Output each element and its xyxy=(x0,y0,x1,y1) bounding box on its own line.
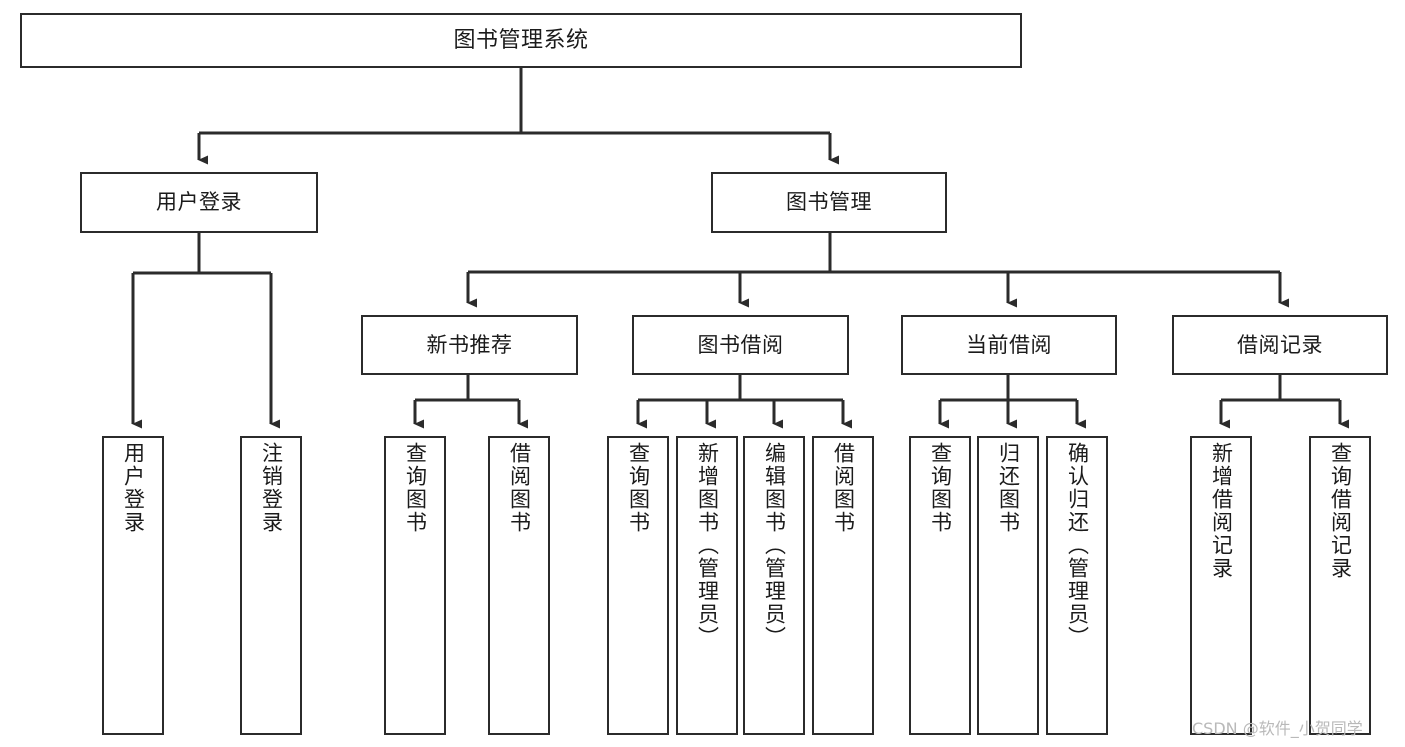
node-label: 查询图书 xyxy=(928,442,953,534)
node-label: 归还图书 xyxy=(996,442,1021,534)
node-label: 查询借阅记录 xyxy=(1328,442,1353,580)
leaf-query-book-current[interactable]: 查询图书 xyxy=(909,436,971,735)
node-label: 用户登录 xyxy=(156,190,242,215)
node-label: 图书管理系统 xyxy=(453,27,589,53)
node-label: 新书推荐 xyxy=(426,332,513,357)
node-label: 图书管理 xyxy=(786,190,872,215)
leaf-query-borrow-record[interactable]: 查询借阅记录 xyxy=(1309,436,1371,735)
leaf-edit-book-admin[interactable]: 编辑图书（管理员） xyxy=(743,436,805,735)
leaf-return-book[interactable]: 归还图书 xyxy=(977,436,1039,735)
node-label: 图书借阅 xyxy=(697,332,784,357)
node-book-management[interactable]: 图书管理 xyxy=(711,172,947,233)
csdn-watermark: CSDN @软件_小贺同学 xyxy=(1192,719,1363,738)
leaf-user-login[interactable]: 用户登录 xyxy=(102,436,164,735)
node-label: 新增图书（管理员） xyxy=(695,442,720,649)
node-label: 当前借阅 xyxy=(966,332,1052,357)
leaf-add-borrow-record[interactable]: 新增借阅记录 xyxy=(1190,436,1252,735)
leaf-query-book-borrow[interactable]: 查询图书 xyxy=(607,436,669,735)
leaf-query-book-new-rec[interactable]: 查询图书 xyxy=(384,436,446,735)
node-label: 编辑图书（管理员） xyxy=(762,442,787,649)
leaf-confirm-return-admin[interactable]: 确认归还（管理员） xyxy=(1046,436,1108,735)
node-label: 查询图书 xyxy=(626,442,651,534)
node-label: 用户登录 xyxy=(121,442,146,534)
leaf-borrow-book-new-rec[interactable]: 借阅图书 xyxy=(488,436,550,735)
node-label: 注销登录 xyxy=(259,442,284,534)
node-label: 借阅记录 xyxy=(1237,332,1323,357)
node-current-borrowing[interactable]: 当前借阅 xyxy=(901,315,1117,375)
node-borrowing-record[interactable]: 借阅记录 xyxy=(1172,315,1388,375)
leaf-add-book-admin[interactable]: 新增图书（管理员） xyxy=(676,436,738,735)
node-label: 新增借阅记录 xyxy=(1209,442,1234,580)
node-label: 确认归还（管理员） xyxy=(1065,442,1090,649)
leaf-logout[interactable]: 注销登录 xyxy=(240,436,302,735)
node-book-borrowing[interactable]: 图书借阅 xyxy=(632,315,849,375)
node-user-login[interactable]: 用户登录 xyxy=(80,172,318,233)
leaf-borrow-book-borrow[interactable]: 借阅图书 xyxy=(812,436,874,735)
node-label: 借阅图书 xyxy=(831,442,856,534)
node-root-book-management-system[interactable]: 图书管理系统 xyxy=(20,13,1022,68)
node-new-book-recommendation[interactable]: 新书推荐 xyxy=(361,315,578,375)
node-label: 借阅图书 xyxy=(507,442,532,534)
node-label: 查询图书 xyxy=(403,442,428,534)
